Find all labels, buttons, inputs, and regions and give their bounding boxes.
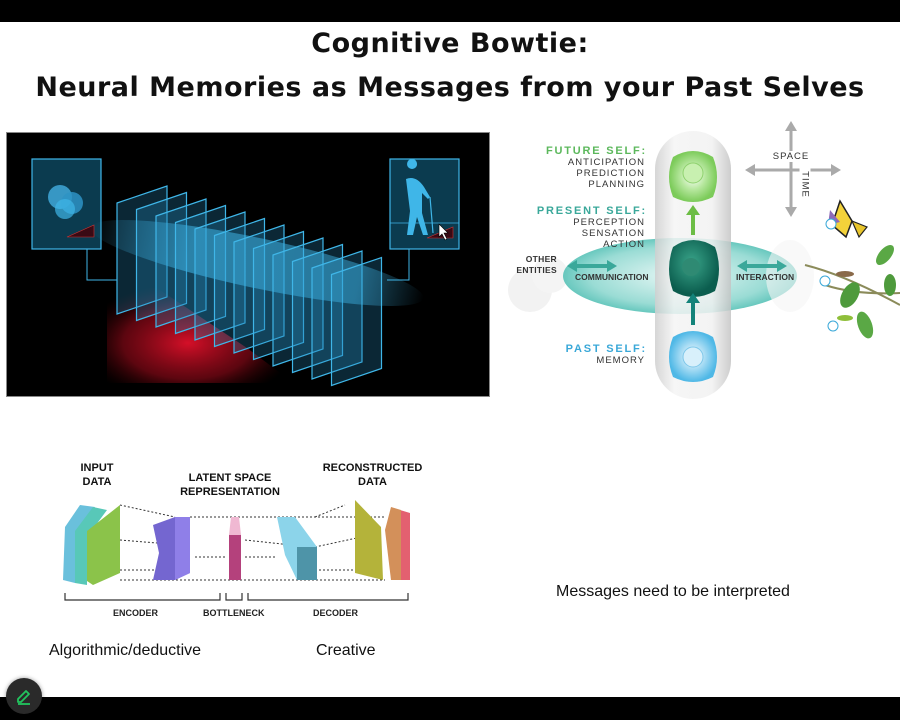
decoder-bracket [247,593,409,601]
blue-signal-stream [90,220,424,306]
mouse-cursor-icon [438,223,449,241]
autoencoder-diagram: INPUT DATA LATENT SPACE REPRESENTATION R… [45,455,440,625]
messages-caption: Messages need to be interpreted [556,583,790,600]
top-black-bar [0,0,900,22]
future-self-item: PLANNING [588,179,645,190]
edit-button[interactable] [6,678,42,714]
cognitive-bowtie-diagram: FUTURE SELF: ANTICIPATION PREDICTION PLA… [505,115,900,405]
embryo-box [31,158,117,281]
decoder-label: DECODER [313,608,359,618]
input-data-label: INPUT DATA [80,462,114,488]
future-self-item: ANTICIPATION [567,157,645,168]
present-self-item: ACTION [603,239,645,250]
slide-title: Cognitive Bowtie: [311,28,589,59]
reconstructed-layer [385,507,401,580]
present-self-item: PERCEPTION [573,217,645,228]
time-axis-label: TIME [799,164,811,205]
reconstructed-data-label: RECONSTRUCTED DATA [322,462,423,488]
input-layer [75,507,107,585]
pencil-icon [17,690,30,705]
bottom-black-bar [0,697,900,720]
future-self-item: PREDICTION [576,168,645,179]
input-layer [87,505,120,585]
latent-space-label: LATENT SPACE REPRESENTATION [180,472,280,498]
algorithmic-caption: Algorithmic/deductive [49,642,202,659]
past-self-heading: PAST SELF: [565,343,647,355]
communication-label: COMMUNICATION [575,272,649,282]
other-entities-label: OTHER ENTITIES [516,254,557,275]
input-layer [63,505,95,583]
creative-caption: Creative [316,642,376,659]
encoder-bracket [64,593,221,601]
bottleneck-block [229,535,241,580]
bottleneck-label: BOTTLENECK [203,608,265,618]
neural-layers-image [6,132,490,397]
butterfly-plant-illustration [804,199,900,339]
slide-subtitle: Neural Memories as Messages from your Pa… [35,72,865,103]
space-axis-label: SPACE [770,151,812,162]
future-self-heading: FUTURE SELF: [545,145,647,157]
past-self-item: MEMORY [596,355,645,366]
encoder-label: ENCODER [113,608,159,618]
bottleneck-bracket [225,593,243,601]
interaction-label: INTERACTION [736,272,795,282]
elderly-figure-box [387,158,460,281]
red-particle-cloud [107,283,287,383]
present-self-item: SENSATION [581,228,645,239]
reconstructed-layer [355,500,383,580]
present-self-heading: PRESENT SELF: [536,205,647,217]
